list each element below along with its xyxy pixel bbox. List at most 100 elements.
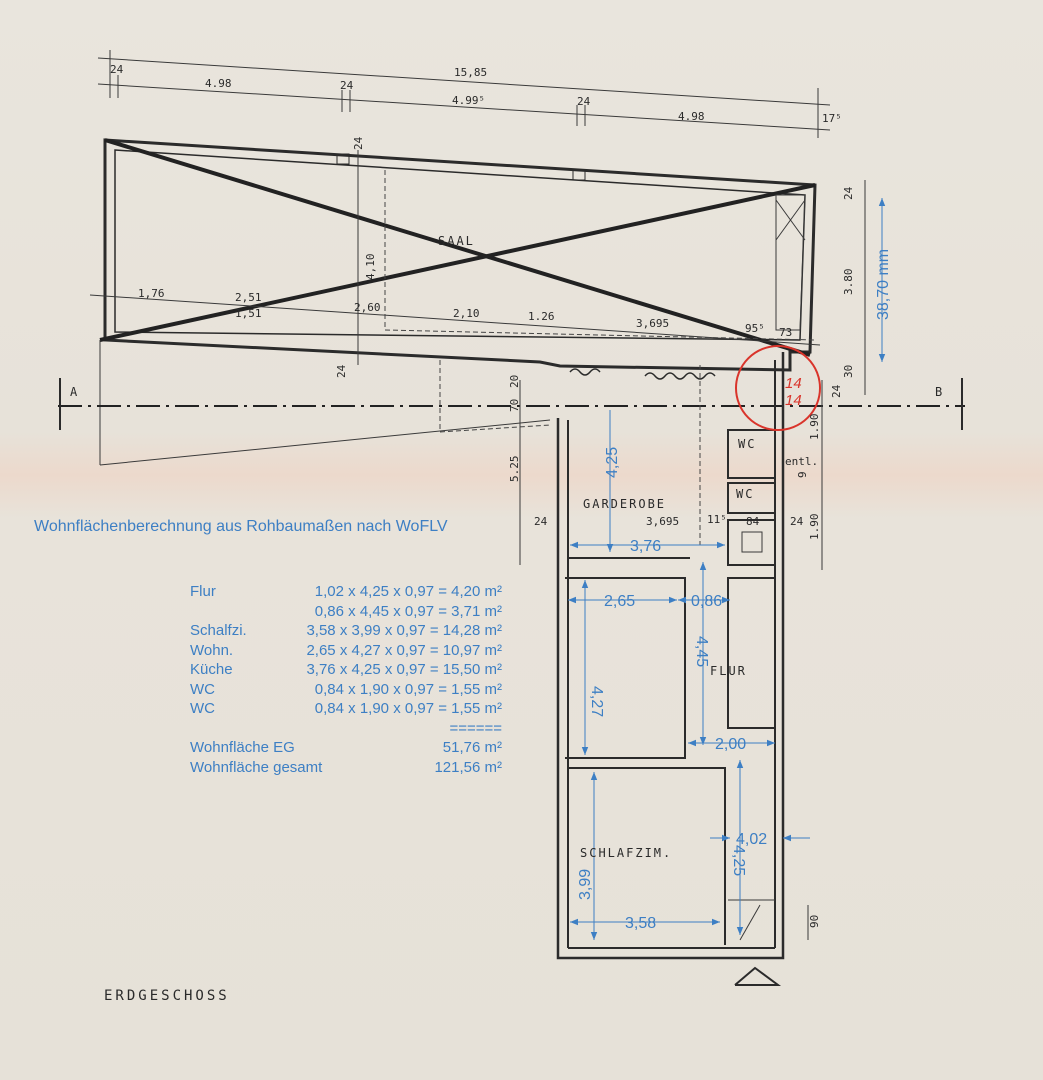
dim-label: 1.26 — [528, 310, 555, 323]
blue-dim-label: 4,02 — [736, 831, 767, 848]
blue-dim-label: 3,99 — [577, 869, 594, 900]
annotation-entl: entl. — [785, 455, 818, 468]
calculation-row: 0,86 x 4,45 x 0,97 = 3,71 m² — [190, 602, 502, 622]
red-annotation: 14 — [785, 375, 802, 392]
calculation-label — [190, 719, 260, 739]
calculation-value: 121,56 m² — [434, 758, 502, 776]
dim-label: 9 — [796, 471, 809, 478]
room-label-saal: SAAL — [438, 234, 475, 248]
dim-label: 24 — [534, 515, 548, 528]
dim-label: 3,695 — [646, 515, 679, 528]
blue-dim-label: 2,00 — [715, 736, 746, 753]
dim-label: 1.90 — [808, 414, 821, 441]
calculation-row: Wohnfläche EG 51,76 m² — [190, 738, 502, 758]
calculation-label: Flur — [190, 583, 216, 600]
right-dimension-lines — [519, 180, 866, 940]
calculation-row: Schalfzi. 3,58 x 3,99 x 0,97 = 14,28 m² — [190, 621, 502, 641]
dim-label: 24 — [340, 79, 354, 92]
calculation-value: 0,84 x 1,90 x 0,97 = 1,55 m² — [314, 680, 502, 698]
dim-label: 3,695 — [636, 317, 669, 330]
section-label-a: A — [70, 385, 79, 399]
dim-label: 2,51 — [235, 291, 262, 304]
dim-label: 30 — [842, 365, 855, 378]
room-label-garderobe: GARDEROBE — [583, 497, 666, 511]
blue-dim-label: 4,25 — [604, 447, 621, 478]
calculation-value: 0,84 x 1,90 x 0,97 = 1,55 m² — [314, 700, 502, 717]
calculation-label: Wohn. — [190, 641, 234, 659]
section-label-b: B — [935, 385, 944, 399]
room-label-wc: WC — [736, 487, 754, 501]
dim-label: 95⁵ — [745, 322, 765, 335]
calculation-label: Küche — [190, 661, 233, 678]
area-calculation: Flur 1,02 x 4,25 x 0,97 = 4,20 m² 0,86 x 4… — [190, 582, 502, 777]
dim-label: 11⁵ — [707, 513, 727, 526]
calculation-value: 2,65 x 4,27 x 0,97 = 10,97 m² — [306, 641, 502, 659]
dim-label: 1.90 — [808, 514, 821, 541]
saal-walls — [99, 138, 817, 466]
dim-label: 24 — [577, 95, 591, 108]
dim-label: 90 — [808, 915, 821, 928]
calculation-label: WC — [190, 700, 215, 717]
blue-dim-label: 3,58 — [625, 915, 656, 932]
calculation-label: Wohnfläche gesamt — [190, 758, 323, 776]
blue-dim-label: 38,70 mm — [875, 249, 892, 320]
dim-label: 24 — [352, 136, 365, 150]
calculation-row: Wohnfläche gesamt 121,56 m² — [190, 758, 502, 778]
calculation-row: WC 0,84 x 1,90 x 0,97 = 1,55 m² — [190, 699, 502, 719]
dim-label: 17⁵ — [822, 112, 842, 125]
room-label-flur: FLUR — [710, 664, 747, 678]
room-label-schlafzimmer: SCHLAFZIM. — [580, 846, 672, 860]
blue-dim-label: 4,45 — [693, 636, 710, 667]
dim-label: 24 — [790, 515, 804, 528]
blue-dim-label: 2,65 — [604, 593, 635, 610]
calculation-row: WC 0,84 x 1,90 x 0,97 = 1,55 m² — [190, 680, 502, 700]
mid-dimension-line — [89, 150, 821, 433]
dim-label: 2,60 — [354, 301, 381, 314]
dim-label: 4,10 — [364, 254, 377, 281]
dim-label: 24 — [335, 364, 348, 378]
floor-name: ERDGESCHOSS — [104, 988, 230, 1004]
blue-dimension-arrows — [568, 198, 886, 940]
dim-label: 4.98 — [205, 77, 232, 90]
calculation-value: ====== — [449, 719, 502, 737]
calculation-row: Flur 1,02 x 4,25 x 0,97 = 4,20 m² — [190, 582, 502, 602]
dim-label: 70 — [508, 399, 521, 412]
dim-label: 84 — [746, 515, 760, 528]
blue-dim-label: 3,76 — [630, 538, 661, 555]
calculation-value: 1,02 x 4,25 x 0,97 = 4,20 m² — [314, 583, 502, 600]
dim-label: 4.99⁵ — [452, 94, 485, 107]
blue-dim-label: 4,25 — [730, 845, 747, 876]
section-line — [58, 378, 965, 430]
lower-wing-walls — [556, 352, 785, 986]
dim-label: 4.98 — [678, 110, 705, 123]
dim-label: 73 — [779, 326, 792, 339]
calculation-row: ====== — [190, 719, 502, 739]
dim-label: 24 — [842, 186, 855, 200]
blue-dim-label: 4,27 — [588, 686, 605, 717]
dim-label: 24 — [110, 63, 124, 76]
dim-label: 1,76 — [138, 287, 165, 300]
dim-label: 20 — [508, 375, 521, 388]
dim-label: 24 — [830, 384, 843, 398]
red-marker-circle — [735, 345, 821, 431]
red-annotation: 14 — [785, 392, 802, 409]
calculation-row: Küche 3,76 x 4,25 x 0,97 = 15,50 m² — [190, 660, 502, 680]
calculation-label: WC — [190, 680, 215, 698]
dim-label: 2,10 — [453, 307, 480, 320]
dim-label: 1,51 — [235, 307, 262, 320]
room-label-wc: WC — [738, 437, 756, 451]
calculation-value: 51,76 m² — [442, 739, 502, 756]
calculation-value: 3,58 x 3,99 x 0,97 = 14,28 m² — [306, 622, 502, 639]
calculation-row: Wohn. 2,65 x 4,27 x 0,97 = 10,97 m² — [190, 641, 502, 661]
blue-dim-label: 0,86 — [691, 593, 722, 610]
calculation-label: Wohnfläche EG — [190, 739, 295, 756]
dim-label: 3.80 — [842, 269, 855, 296]
dim-label: 5.25 — [508, 456, 521, 483]
dim-label: 15,85 — [454, 66, 487, 79]
calculation-label: Schalfzi. — [190, 622, 247, 639]
calculation-value: 3,76 x 4,25 x 0,97 = 15,50 m² — [306, 661, 502, 678]
calculation-label — [190, 602, 260, 622]
calculation-value: 0,86 x 4,45 x 0,97 = 3,71 m² — [314, 602, 502, 620]
